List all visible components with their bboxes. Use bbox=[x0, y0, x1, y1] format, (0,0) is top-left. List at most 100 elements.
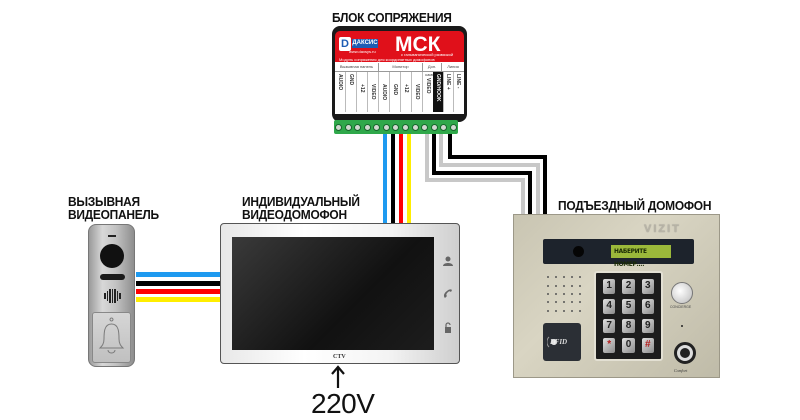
wire-black-line-2 bbox=[448, 134, 547, 214]
rfid-reader[interactable]: RFID bbox=[543, 323, 581, 361]
key-reader-button[interactable] bbox=[674, 342, 696, 364]
concierge-button[interactable] bbox=[671, 282, 693, 304]
msk-terminal: GND bbox=[390, 72, 401, 112]
msk-subtitle: с гальванической развязкой bbox=[401, 52, 454, 57]
entrance-camera-icon bbox=[573, 246, 584, 257]
entrance-intercom-panel: VIZIT НАБЕРИТЕ НОМЕР.... 1 2 3 4 5 6 7 8… bbox=[513, 214, 720, 378]
screw-icon bbox=[335, 123, 343, 131]
wire-grey-line-2 bbox=[439, 134, 540, 214]
msk-terminal: AUDIO bbox=[335, 72, 346, 112]
msk-terminal: VIDEO bbox=[412, 72, 423, 112]
screw-icon bbox=[363, 123, 371, 131]
monitor-label-line2: ВИДЕОДОМОФОН bbox=[242, 207, 347, 222]
keypad: 1 2 3 4 5 6 7 8 9 * 0 # bbox=[594, 271, 663, 361]
speaker-holes-icon bbox=[544, 273, 584, 315]
power-arrow-icon bbox=[331, 365, 345, 388]
ir-strip-icon bbox=[100, 274, 125, 280]
key-3[interactable]: 3 bbox=[641, 279, 654, 294]
key-9[interactable]: 9 bbox=[641, 318, 654, 334]
screw-icon bbox=[430, 123, 438, 131]
monitor-screen[interactable] bbox=[232, 237, 434, 350]
screw-icon bbox=[392, 123, 400, 131]
interface-block-label: БЛОК СОПРЯЖЕНИЯ bbox=[332, 10, 452, 25]
power-label: 220V bbox=[311, 388, 375, 419]
msk-brand: ДАКСИС bbox=[352, 39, 378, 48]
phone-icon[interactable] bbox=[442, 288, 454, 300]
wire-black-monitor bbox=[391, 134, 395, 223]
msk-url: www.daxsys.ru bbox=[349, 49, 376, 54]
msk-terminal-table: Вызывная панель Монитор Доп. камера Лини… bbox=[335, 62, 464, 114]
wire-black-line-1 bbox=[432, 134, 532, 214]
key-1[interactable]: 1 bbox=[603, 279, 616, 294]
key-7[interactable]: 7 bbox=[603, 318, 616, 334]
concierge-label: CONCIERGE bbox=[670, 305, 692, 309]
msk-group-line: Линия bbox=[442, 63, 464, 72]
indicator-led-icon bbox=[681, 325, 683, 327]
entrance-model-brand: Comfort bbox=[674, 368, 688, 373]
screw-icon bbox=[440, 123, 448, 131]
display-strip: НАБЕРИТЕ НОМЕР.... bbox=[543, 239, 694, 268]
msk-terminal: LINE + bbox=[443, 72, 454, 112]
key-5[interactable]: 5 bbox=[622, 298, 635, 314]
screw-icon bbox=[344, 123, 352, 131]
msk-label-plate: D ДАКСИС www.daxsys.ru МСК с гальваничес… bbox=[335, 31, 464, 62]
screw-icon bbox=[354, 123, 362, 131]
screw-icon bbox=[449, 123, 457, 131]
bell-icon bbox=[98, 317, 125, 354]
daxsys-logo-icon: D bbox=[339, 37, 351, 51]
key-reader-center-icon bbox=[680, 348, 690, 358]
call-video-panel bbox=[88, 224, 135, 367]
msk-group-extra-camera: Доп. камера bbox=[423, 63, 442, 77]
wire-red-panel bbox=[136, 289, 221, 294]
video-intercom-monitor: CTV bbox=[220, 223, 460, 364]
screw-icon bbox=[373, 123, 381, 131]
unlock-icon[interactable] bbox=[442, 322, 454, 334]
msk-terminal: GND bbox=[346, 72, 357, 112]
msk-group-call-panel: Вызывная панель bbox=[335, 63, 379, 72]
msk-terminal: LINE - bbox=[455, 74, 461, 89]
user-icon[interactable] bbox=[442, 255, 454, 267]
wire-yellow-monitor bbox=[407, 134, 411, 223]
wire-red-monitor bbox=[399, 134, 403, 223]
screw-icon bbox=[382, 123, 390, 131]
monitor-label-line1: ИНДИВИДУАЛЬНЫЙ bbox=[242, 194, 360, 209]
key-4[interactable]: 4 bbox=[603, 298, 616, 314]
wire-grey-line-1 bbox=[425, 134, 525, 214]
call-panel-label-line1: ВЫЗЫВНАЯ bbox=[68, 194, 140, 209]
msk-terminal: +12 bbox=[401, 72, 412, 112]
msk-interface-module: D ДАКСИС www.daxsys.ru МСК с гальваничес… bbox=[332, 26, 467, 122]
lcd-display: НАБЕРИТЕ НОМЕР.... bbox=[611, 245, 671, 268]
screw-icon bbox=[401, 123, 409, 131]
msk-terminal: VIDEO bbox=[368, 72, 379, 112]
screw-icon bbox=[421, 123, 429, 131]
key-6[interactable]: 6 bbox=[641, 298, 654, 314]
key-hash[interactable]: # bbox=[641, 338, 654, 353]
msk-screw-terminal-block bbox=[334, 120, 458, 134]
key-8[interactable]: 8 bbox=[622, 318, 635, 334]
call-button[interactable] bbox=[92, 312, 131, 363]
msk-terminal: AUDIO bbox=[379, 72, 390, 112]
rfid-waves-icon bbox=[547, 336, 557, 348]
key-0[interactable]: 0 bbox=[622, 338, 635, 353]
msk-description: Модуль сопряжения для координатных домоф… bbox=[339, 57, 435, 62]
screw-icon bbox=[411, 123, 419, 131]
key-2[interactable]: 2 bbox=[622, 279, 635, 294]
call-panel-label-line2: ВИДЕОПАНЕЛЬ bbox=[68, 207, 159, 222]
msk-terminal: +12 bbox=[357, 72, 368, 112]
wire-blue-monitor bbox=[383, 134, 387, 223]
msk-terminal: GND/HOOK bbox=[433, 72, 444, 112]
entrance-intercom-label: ПОДЪЕЗДНЫЙ ДОМОФОН bbox=[558, 198, 712, 213]
camera-lens-icon bbox=[100, 244, 124, 268]
key-star[interactable]: * bbox=[603, 338, 616, 353]
microphone-slot-icon bbox=[108, 235, 116, 237]
wire-black-panel bbox=[136, 281, 221, 286]
speaker-grille-icon bbox=[103, 289, 122, 303]
wire-blue-panel bbox=[136, 272, 221, 277]
msk-group-monitor: Монитор bbox=[379, 63, 423, 72]
msk-model: МСК bbox=[395, 33, 441, 56]
wire-yellow-panel bbox=[136, 297, 221, 302]
rfid-label: RFID bbox=[550, 338, 568, 346]
entrance-panel-brand: VIZIT bbox=[644, 223, 681, 235]
monitor-brand: CTV bbox=[333, 354, 346, 360]
